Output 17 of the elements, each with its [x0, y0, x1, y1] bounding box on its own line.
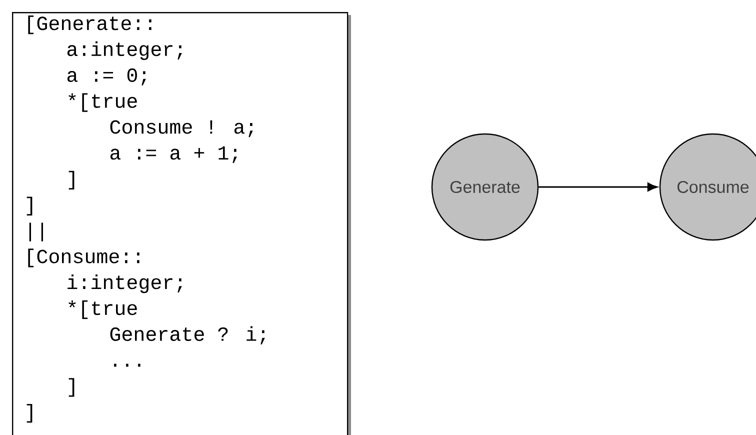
code-line: ] [68, 170, 74, 190]
code-line: [Generate:: [28, 16, 152, 34]
code-line: ... [114, 364, 140, 367]
code-line: ] [68, 378, 74, 397]
code-line: Generate ? i; [110, 326, 265, 344]
arrow [538, 182, 658, 192]
code-line: || [29, 222, 44, 242]
code-line: a := 0; [67, 68, 146, 86]
code-line: i:integer; [68, 274, 182, 294]
code-line: a := a + 1; [110, 146, 237, 164]
code-line: Consume ! a; [110, 120, 253, 138]
code-line: *[true [68, 93, 137, 112]
code-line: ] [26, 196, 32, 216]
code-line: a:integer; [67, 41, 182, 60]
code-line: *[true [68, 300, 137, 320]
code-line: ] [26, 404, 32, 423]
code-line: [Consume:: [28, 248, 140, 268]
